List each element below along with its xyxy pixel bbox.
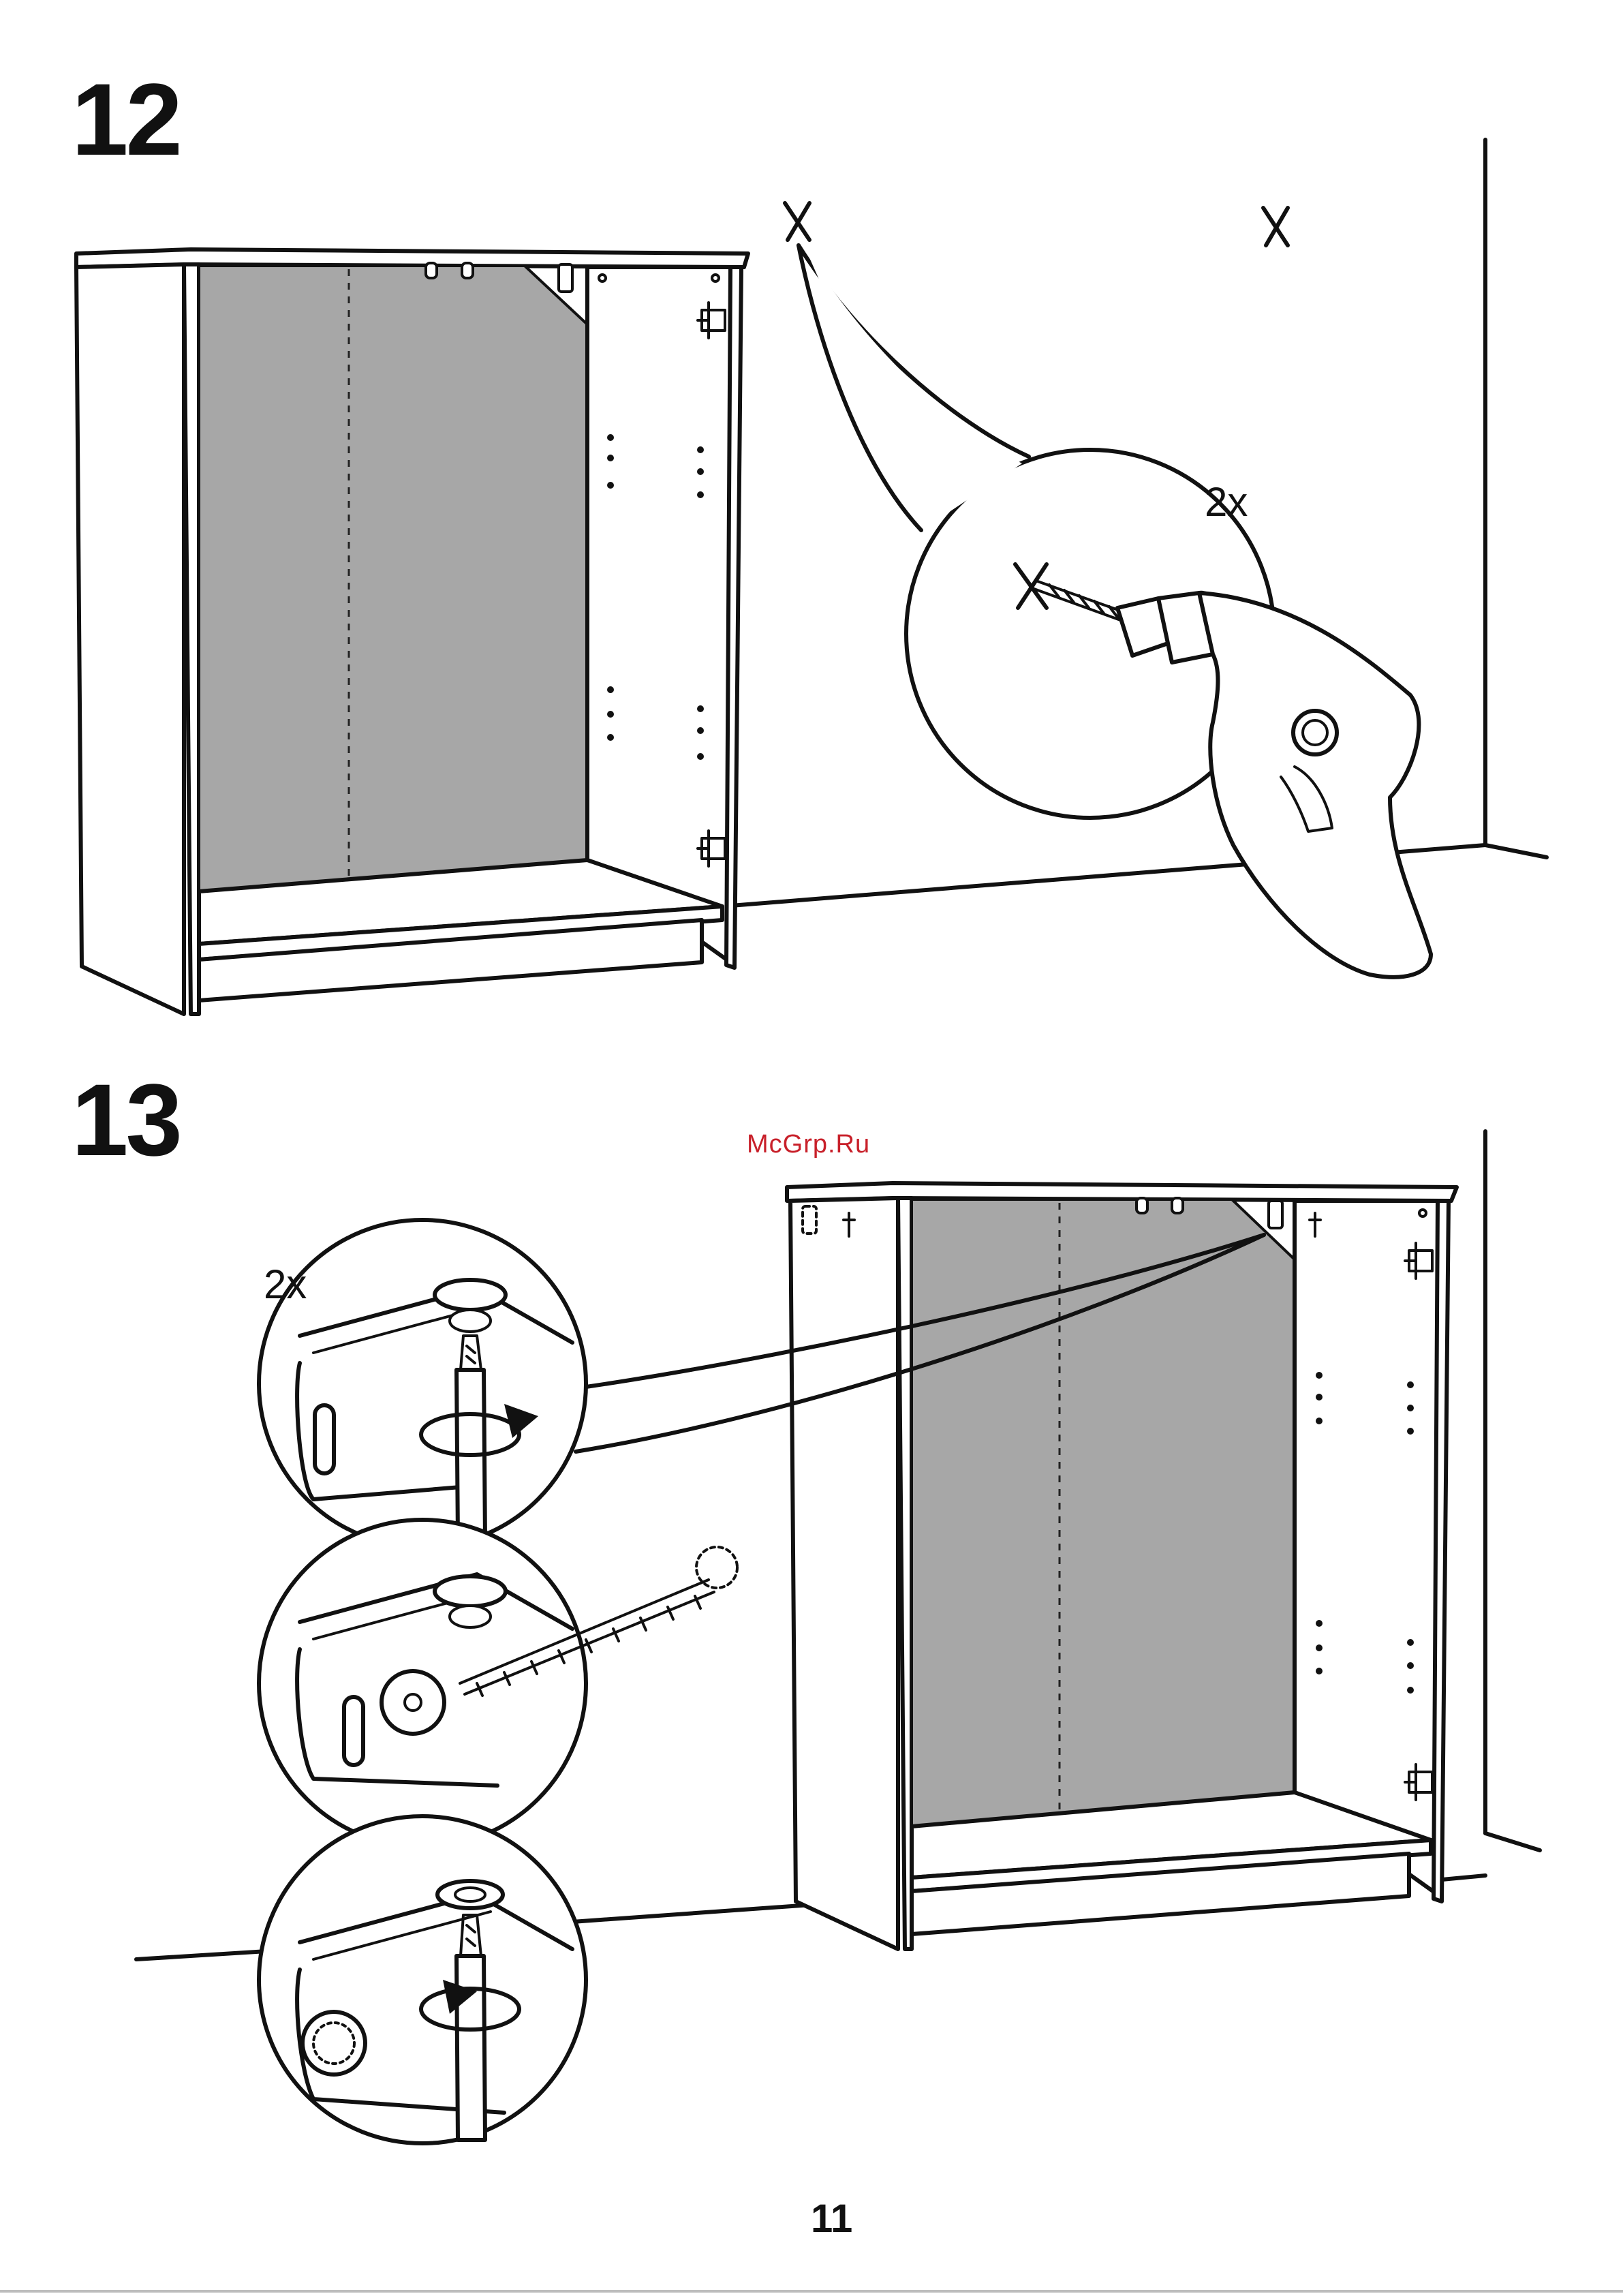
watermark-link[interactable]: McGrp.Ru [747,1130,870,1159]
washer-icon [382,1671,444,1734]
step-13-cabinet-illustration [787,1183,1457,1949]
step-12-detail-callout [799,245,1274,818]
cover-cap-icon [437,1881,503,1908]
drill-mark-icon [785,203,809,240]
drill-mark-icon [1263,208,1288,245]
step-13-detail-callout-2 [259,1520,737,1847]
step-13-detail-callout-3 [259,1816,586,2143]
step-13-detail-callout-1 [259,1220,586,1547]
page-number: 11 [811,2196,852,2241]
step-13-quantity-label: 2x [264,1261,307,1308]
step-12-quantity-label: 2x [1205,478,1248,525]
step-12-cabinet-illustration [76,249,748,1014]
